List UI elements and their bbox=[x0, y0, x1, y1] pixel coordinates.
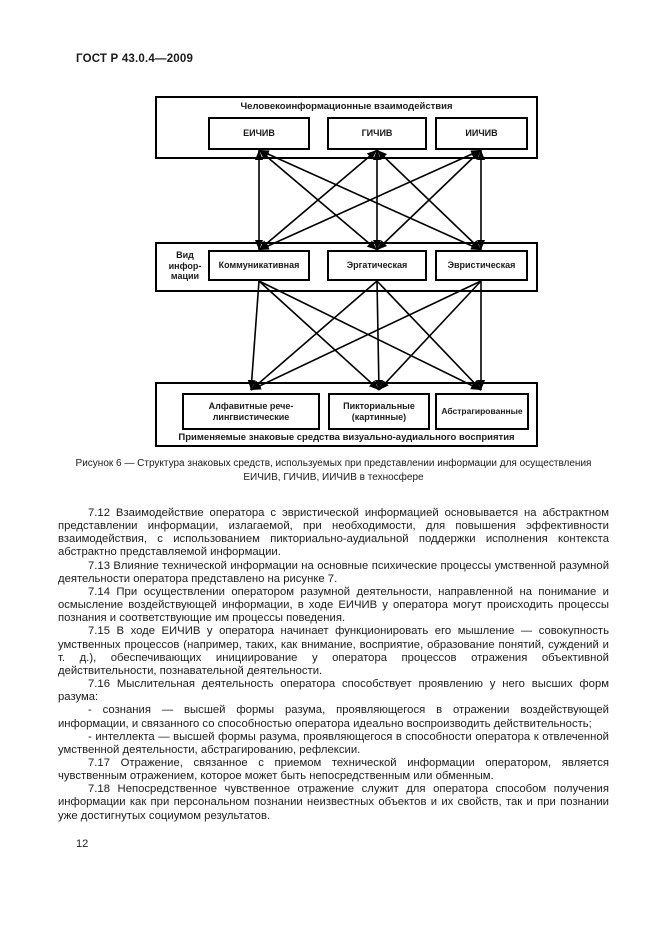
tier-top-title: Человекоинформационные взаимодействия bbox=[240, 101, 453, 112]
box-iichiv: ИИЧИВ bbox=[435, 117, 528, 150]
tier-sign-means: Алфавитные рече-лингвистические Пикториа… bbox=[155, 382, 538, 447]
page-header: ГОСТ Р 43.0.4—2009 bbox=[76, 53, 194, 65]
paragraph-7-16: 7.16 Мыслительная деятельность оператора… bbox=[58, 678, 609, 704]
tier-bottom-label: Применяемые знаковые средства визуально-… bbox=[178, 432, 515, 443]
arrow-mid3-top1 bbox=[258, 149, 482, 251]
paragraph-7-16-item-consciousness: - сознания — высшей формы разума, проявл… bbox=[58, 704, 609, 730]
figure-6-diagram: Человекоинформационные взаимодействия ЕИ… bbox=[155, 96, 538, 448]
paragraph-7-14: 7.14 При осуществлении оператором разумн… bbox=[58, 585, 609, 625]
arrow-mid3-bot2 bbox=[378, 280, 482, 391]
arrow-mid3-bot1 bbox=[250, 280, 482, 391]
arrow-mid2-bot2 bbox=[374, 280, 383, 391]
box-alphabetic-speech-linguistic: Алфавитные рече-лингвистические bbox=[182, 393, 320, 430]
box-communicative: Коммуникативная bbox=[208, 250, 310, 281]
arrow-mid1-bot1 bbox=[247, 280, 260, 391]
box-gichiv: ГИЧИВ bbox=[327, 117, 427, 150]
arrow-mid2-top3 bbox=[376, 149, 482, 251]
box-pictorial: Пикториальные (картинные) bbox=[328, 393, 430, 430]
box-ergatic: Эргатическая bbox=[327, 250, 427, 281]
arrow-mid1-top3 bbox=[258, 149, 482, 251]
paragraph-7-12: 7.12 Взаимодействие оператора с эвристич… bbox=[58, 507, 609, 559]
page-number: 12 bbox=[76, 838, 89, 850]
box-eichiv: ЕИЧИВ bbox=[208, 117, 310, 150]
side-label-information-kind: Вид инфор- мации bbox=[168, 250, 202, 281]
arrow-mid1-bot2 bbox=[258, 280, 380, 391]
arrow-mid1-top2 bbox=[258, 149, 378, 251]
tier-human-information-interactions: Человекоинформационные взаимодействия ЕИ… bbox=[155, 96, 538, 159]
paragraph-7-16-item-intellect: - интеллекта — высшей формы разума, проя… bbox=[58, 730, 609, 756]
box-abstracted: Абстрагированные bbox=[435, 393, 529, 430]
tier-information-kind: Вид инфор- мации Коммуникативная Эргатич… bbox=[155, 242, 538, 292]
paragraph-7-18: 7.18 Непосредственное чувственное отраже… bbox=[58, 783, 609, 822]
paragraph-7-17: 7.17 Отражение, связанное с приемом техн… bbox=[58, 756, 609, 783]
box-heuristic: Эвристическая bbox=[435, 250, 528, 281]
arrow-mid2-bot3 bbox=[376, 280, 482, 391]
paragraph-7-13: 7.13 Влияние технической информации на о… bbox=[58, 559, 609, 585]
arrow-mid2-top1 bbox=[258, 149, 378, 251]
body-text: 7.12 Взаимодействие оператора с эвристич… bbox=[58, 507, 609, 823]
figure-caption: Рисунок 6 — Структура знаковых средств, … bbox=[75, 458, 592, 483]
arrow-mid1-bot3 bbox=[258, 280, 482, 391]
arrow-mid2-bot1 bbox=[250, 280, 378, 391]
paragraph-7-15: 7.15 В ходе ЕИЧИВ у оператора начинает ф… bbox=[58, 625, 609, 677]
arrow-mid3-top2 bbox=[376, 149, 482, 251]
